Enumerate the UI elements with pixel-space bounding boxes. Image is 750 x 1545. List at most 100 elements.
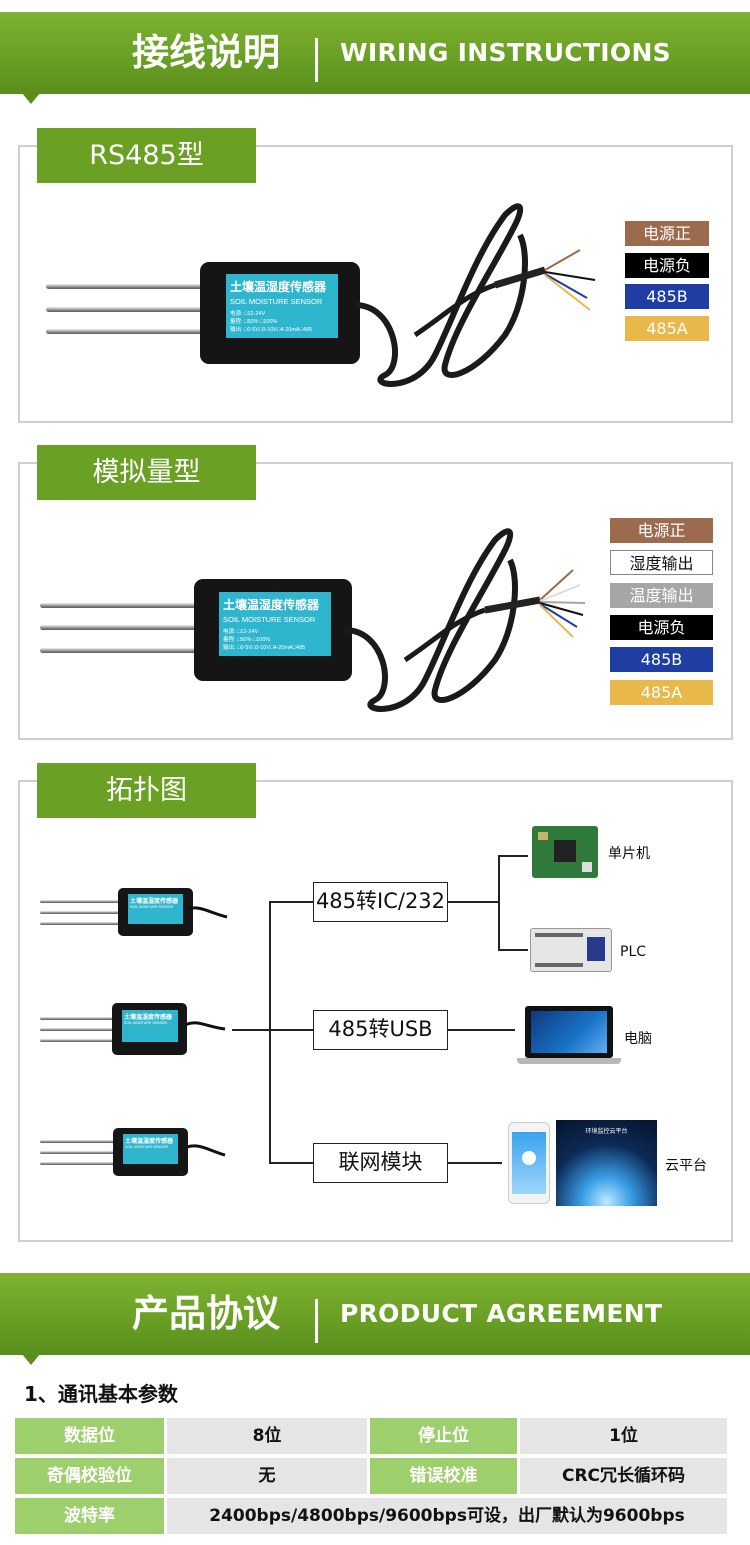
device-label-plc: PLC xyxy=(620,944,647,960)
wire-brown xyxy=(539,569,574,601)
phone-image xyxy=(508,1122,550,1204)
sensor-label-subtitle: SOIL MOISTURE SENSOR xyxy=(125,1145,169,1149)
connector-line xyxy=(498,855,500,950)
sensor-label-title: 土壤温湿度传感器 xyxy=(230,280,327,294)
connector-line xyxy=(232,1029,270,1031)
sensor-label-subtitle: SOIL MOISTURE SENSOR xyxy=(130,905,174,909)
laptop-screen xyxy=(531,1011,607,1053)
banner-title-en: PRODUCT AGREEMENT xyxy=(340,1299,663,1328)
tab-topology: 拓扑图 xyxy=(37,763,256,818)
agreement-banner: 产品协议 PRODUCT AGREEMENT xyxy=(0,1273,750,1365)
plc-display xyxy=(587,937,605,961)
topology-cables xyxy=(185,906,228,1157)
sensor-label-title: 土壤温湿度传感器 xyxy=(130,898,179,905)
cable-path xyxy=(484,596,541,614)
topology-sensor-3: 土壤温湿度传感器 SOIL MOISTURE SENSOR xyxy=(40,1128,235,1184)
probe-rod xyxy=(40,1028,125,1031)
probe-rod xyxy=(46,307,206,312)
param-value: 2400bps/4800bps/9600bps可设，出厂默认为9600bps xyxy=(167,1498,727,1534)
wire-gray xyxy=(539,601,586,604)
cable-path xyxy=(186,906,228,919)
connector-line xyxy=(498,855,528,857)
param-value: CRC冗长循环码 xyxy=(520,1458,727,1494)
wire-tag: 485B xyxy=(610,647,713,673)
probe-rod xyxy=(40,625,205,630)
topology-sensor-2: 土壤温湿度传感器 SOIL MOISTURE SENSOR xyxy=(40,1003,235,1059)
rs485-cable-image xyxy=(355,203,596,387)
laptop-image xyxy=(525,1006,613,1058)
connector-line xyxy=(269,901,314,903)
converter-usb: 485转USB xyxy=(313,1010,448,1050)
wire-tag: 485A xyxy=(625,315,709,341)
banner-title-cn: 接线说明 xyxy=(132,31,280,74)
probe-rod xyxy=(46,329,206,334)
component xyxy=(538,832,548,840)
device-label-cloud: 云平台 xyxy=(665,1158,707,1174)
sensor-label-range: 量程: □50% □100% xyxy=(230,319,278,325)
probe-rod xyxy=(40,1017,125,1020)
tab-rs485: RS485型 xyxy=(37,128,256,183)
sensor-label: 土壤温湿度传感器 SOIL MOISTURE SENSOR xyxy=(123,1134,178,1164)
converter-network-module: 联网模块 xyxy=(313,1143,448,1183)
wire-yellow xyxy=(539,604,574,638)
wire-blue xyxy=(544,273,588,299)
banner-divider xyxy=(315,38,318,82)
param-value: 1位 xyxy=(520,1418,727,1454)
probe-rod xyxy=(40,1039,125,1042)
banner-notch xyxy=(22,93,40,104)
connector-line xyxy=(447,1029,515,1031)
banner-title-cn: 产品协议 xyxy=(132,1292,280,1335)
cloud-platform-screen: 环境监控云平台 xyxy=(556,1120,657,1206)
sensor-label: 土壤温湿度传感器 SOIL MOISTURE SENSOR xyxy=(122,1010,178,1042)
cable-path xyxy=(403,607,486,663)
analog-cable-image xyxy=(345,528,586,712)
cable-path xyxy=(185,1021,226,1031)
cable-path xyxy=(345,528,518,712)
param-key: 数据位 xyxy=(15,1418,164,1454)
tab-analog: 模拟量型 xyxy=(37,445,256,500)
probe-rod xyxy=(40,1162,125,1165)
connector-line xyxy=(269,1162,314,1164)
device-label-pc: 电脑 xyxy=(624,1031,652,1047)
sensor-label-range: 量程: □50% □100% xyxy=(223,637,271,643)
wire-tag: 电源负 xyxy=(625,252,709,278)
sensor-label-title: 土壤温湿度传感器 xyxy=(124,1014,173,1021)
sensor-label: 土壤温湿度传感器 SOIL MOISTURE SENSOR 电源: □12-24… xyxy=(226,274,338,338)
sensor-label-power: 电源: □12-24V xyxy=(230,311,266,317)
device-label-mcu: 单片机 xyxy=(608,846,650,862)
sensor-label-title: 土壤温湿度传感器 xyxy=(125,1138,174,1145)
wire-brown xyxy=(544,249,581,271)
chip xyxy=(554,840,576,862)
component xyxy=(582,862,592,872)
param-value: 8位 xyxy=(167,1418,367,1454)
plc-image xyxy=(530,928,612,972)
sensor-label-output: 输出: □0-5V□0-10V□4-20mA□485 xyxy=(223,645,306,651)
sensor-label: 土壤温湿度传感器 SOIL MOISTURE SENSOR xyxy=(128,894,183,924)
param-key: 错误校准 xyxy=(370,1458,517,1494)
probe-rod xyxy=(40,648,205,653)
wire-tag: 电源正 xyxy=(625,221,709,246)
connector-line xyxy=(447,901,499,903)
sensor-label-subtitle: SOIL MOISTURE SENSOR xyxy=(223,615,316,624)
connector-line xyxy=(447,1162,502,1164)
plc-terminal xyxy=(535,963,583,967)
wire-tag: 电源负 xyxy=(610,614,713,640)
probe-rod xyxy=(40,900,125,903)
param-key: 奇偶校验位 xyxy=(15,1458,164,1494)
param-key: 停止位 xyxy=(370,1418,517,1454)
laptop-base xyxy=(517,1058,621,1064)
cloud-screen-title: 环境监控云平台 xyxy=(585,1129,628,1135)
cloud-icon xyxy=(522,1151,536,1165)
topology-sensor-1: 土壤温湿度传感器 SOIL MOISTURE SENSOR xyxy=(40,886,235,942)
cable-path xyxy=(186,1144,226,1157)
wire-black xyxy=(539,602,584,616)
cable-path xyxy=(413,282,496,338)
mcu-board-image xyxy=(532,826,598,878)
connector-line xyxy=(498,949,528,951)
rs485-sensor-image: 土壤温湿度传感器 SOIL MOISTURE SENSOR 电源: □12-24… xyxy=(40,258,370,368)
probe-rod xyxy=(40,1140,125,1143)
probe-rod xyxy=(46,284,206,289)
analog-sensor-image: 土壤温湿度传感器 SOIL MOISTURE SENSOR 电源: □12-24… xyxy=(36,575,366,685)
connector-line xyxy=(269,1029,314,1031)
wire-blue xyxy=(539,603,578,628)
